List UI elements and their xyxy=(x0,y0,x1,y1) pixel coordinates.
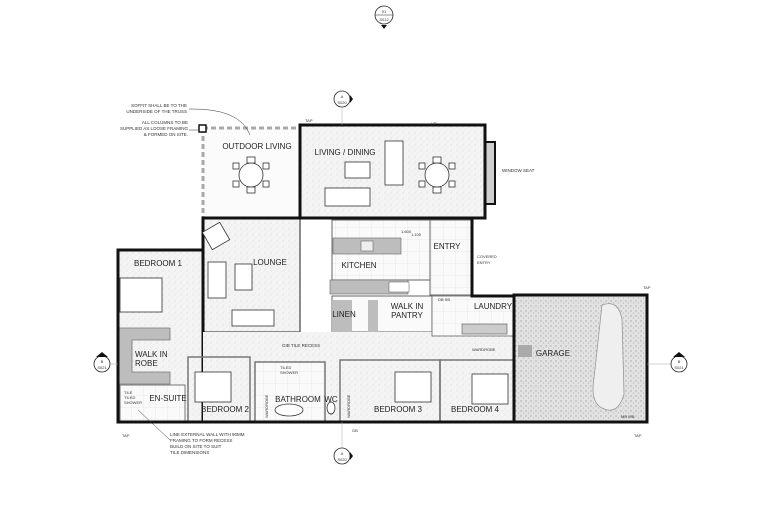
label-mb-wb: MB WB xyxy=(621,414,635,419)
svg-text:SOFFIT SHALL BE TO THE: SOFFIT SHALL BE TO THE xyxy=(131,103,187,108)
label-bedroom3: BEDROOM 3 xyxy=(374,405,423,414)
label-walk-in-pantry-2: PANTRY xyxy=(391,311,423,320)
ensuite-walls xyxy=(119,384,186,423)
sink-icon xyxy=(360,240,374,252)
label-tap: TAP xyxy=(305,118,313,123)
toilet-icon xyxy=(326,401,336,415)
svg-text:A: A xyxy=(341,94,344,99)
label-covered-entry-1: COVERED xyxy=(477,254,497,259)
label-tap: TAP xyxy=(122,433,130,438)
svg-text:S020: S020 xyxy=(337,100,347,105)
svg-text:B: B xyxy=(101,359,104,364)
bathtub-icon xyxy=(274,403,304,417)
label-bedroom2: BEDROOM 2 xyxy=(201,405,250,414)
label-db-sb: DB SB xyxy=(438,297,450,302)
svg-text:S021: S021 xyxy=(97,365,107,370)
label-kitchen: KITCHEN xyxy=(341,261,376,270)
label-lounge: LOUNGE xyxy=(253,258,287,267)
garage-room xyxy=(512,293,649,424)
outdoor-dining-table-icon xyxy=(232,156,270,194)
svg-text:S020: S020 xyxy=(337,457,347,462)
svg-text:SHOWER: SHOWER xyxy=(124,400,142,405)
label-wardrobe: WARDROBE xyxy=(472,347,496,352)
label-garage: GARAGE xyxy=(536,349,570,358)
label-walk-in-robe-1: WALK IN xyxy=(135,350,168,359)
label-tap: TAP xyxy=(634,433,642,438)
label-wardrobe: WARDROBE xyxy=(346,394,351,418)
svg-text:S021: S021 xyxy=(674,365,684,370)
section-marker-top: 01 S012 xyxy=(374,5,394,29)
note-soffit: SOFFIT SHALL BE TO THE UNDERSIDE OF THE … xyxy=(126,103,251,136)
svg-text:ALL COLUMNS TO BE: ALL COLUMNS TO BE xyxy=(142,120,188,125)
section-marker-left: B S021 xyxy=(93,352,118,373)
label-bedroom4: BEDROOM 4 xyxy=(451,405,500,414)
label-gb: GB xyxy=(352,428,358,433)
label-walk-in-pantry-1: WALK IN xyxy=(391,302,424,311)
svg-text:S012: S012 xyxy=(379,17,389,22)
svg-text:UNDERSIDE OF THE TRUSS: UNDERSIDE OF THE TRUSS xyxy=(126,109,187,114)
note-line-external-wall: LINE EXTERNAL WALL WITH 90MM FRAMING TO … xyxy=(137,409,245,455)
svg-text:TILED: TILED xyxy=(280,365,291,370)
label-bathroom: BATHROOM xyxy=(275,395,321,404)
label-wardrobe: WARDROBE xyxy=(264,394,269,418)
svg-text:B: B xyxy=(678,359,681,364)
svg-text:A: A xyxy=(341,451,344,456)
hot-water-unit xyxy=(518,345,532,357)
laundry-bench xyxy=(461,323,508,335)
column-post xyxy=(198,124,207,133)
dining-table-icon xyxy=(418,156,456,194)
section-marker-upper: A S020 xyxy=(333,90,353,125)
svg-text:TILE DIMENSIONS: TILE DIMENSIONS xyxy=(170,450,209,455)
label-window-seat: WINDOW SEAT xyxy=(502,168,535,173)
svg-text:FRAMING TO FORM RECESS: FRAMING TO FORM RECESS xyxy=(170,438,232,443)
label-dim-2: 1.100 xyxy=(411,232,422,237)
section-marker-right: B S021 xyxy=(647,352,688,373)
sofa-icon xyxy=(201,140,404,327)
label-ensuite: EN-SUITE xyxy=(149,394,186,403)
note-gib-tile-recess: GIB TILE RECESS xyxy=(282,343,320,348)
label-walk-in-robe-2: ROBE xyxy=(135,359,158,368)
label-living-dining: LIVING / DINING xyxy=(315,148,376,157)
bed-icon xyxy=(119,277,509,405)
label-outdoor-living: OUTDOOR LIVING xyxy=(222,142,291,151)
label-hp: HP xyxy=(431,121,437,126)
svg-text:TILE: TILE xyxy=(124,390,133,395)
label-laundry: LAUNDRY xyxy=(474,302,513,311)
svg-text:& FORMED ON SITE.: & FORMED ON SITE. xyxy=(144,132,188,137)
fridge-icon xyxy=(388,281,410,293)
car-icon xyxy=(592,303,625,411)
svg-text:LINE EXTERNAL WALL WITH 90MM: LINE EXTERNAL WALL WITH 90MM xyxy=(170,432,245,437)
section-marker-bottom: A S020 xyxy=(333,422,353,465)
label-linen: LINEN xyxy=(332,310,356,319)
svg-text:TILED: TILED xyxy=(124,395,135,400)
label-entry: ENTRY xyxy=(434,242,462,251)
walk-in-robe-shelving xyxy=(117,327,171,385)
label-covered-entry-2: ENTRY xyxy=(477,260,491,265)
label-tap: TAP xyxy=(643,285,651,290)
note-tile-shower: TILE TILED SHOWER TILED SHOWER xyxy=(124,365,298,405)
label-dim-1: 1.600 xyxy=(401,229,412,234)
label-wc: WC xyxy=(324,395,338,404)
note-columns: ALL COLUMNS TO BE SUPPLIED AS LOOSE FRAM… xyxy=(120,120,199,137)
entry-floor xyxy=(429,219,473,296)
svg-text:SUPPLIED AS LOOSE FRAMING: SUPPLIED AS LOOSE FRAMING xyxy=(120,126,189,131)
svg-text:BUILD ON SITE TO SUIT: BUILD ON SITE TO SUIT xyxy=(170,444,222,449)
svg-text:01: 01 xyxy=(382,9,387,14)
label-bedroom1: BEDROOM 1 xyxy=(134,259,183,268)
svg-text:SHOWER: SHOWER xyxy=(280,370,298,375)
